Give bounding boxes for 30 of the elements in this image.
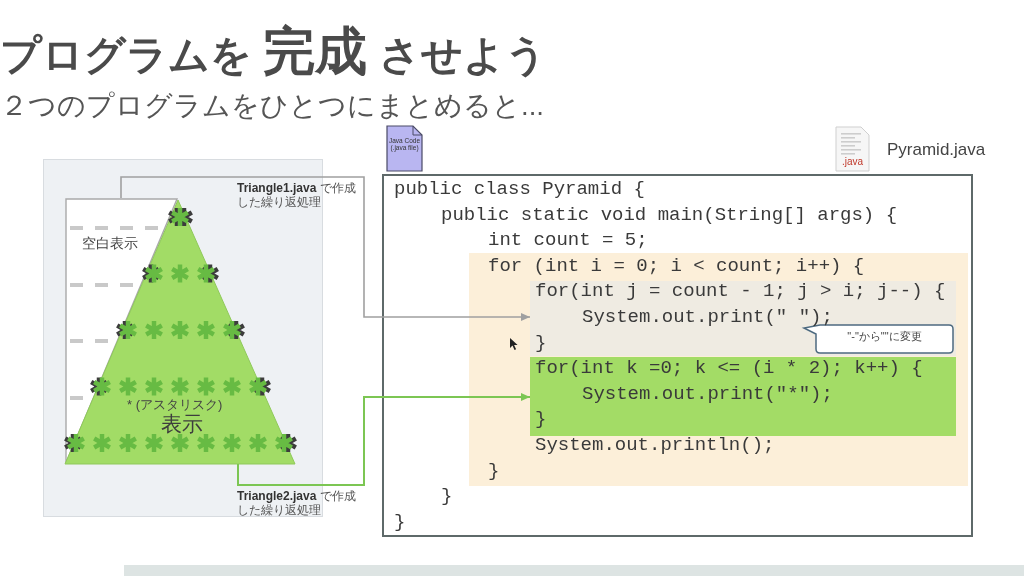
code-line: for(int j = count - 1; j > i; j--) { bbox=[535, 279, 946, 304]
code-line: public static void main(String[] args) { bbox=[441, 202, 898, 227]
subtitle: ２つのプログラムをひとつにまとめると... bbox=[0, 89, 544, 122]
code-line: } bbox=[535, 330, 547, 355]
callout-text: "-"から""に変更 bbox=[846, 330, 923, 344]
code-panel bbox=[382, 174, 973, 537]
title: プログラムを 完成 させよう bbox=[0, 21, 547, 82]
arrow bbox=[120, 176, 531, 321]
code-line: int count = 5; bbox=[488, 228, 648, 253]
code-line: for(int k =0; k <= (i * 2); k++) { bbox=[535, 356, 923, 381]
file-name: Pyramid.java bbox=[887, 140, 986, 161]
highlight-block bbox=[469, 253, 968, 486]
code-line: System.out.print("*"); bbox=[582, 381, 833, 406]
code-line: } bbox=[535, 407, 547, 432]
code-line: } bbox=[488, 458, 500, 483]
code-line: } bbox=[394, 509, 406, 534]
region-label: 表示 bbox=[161, 411, 203, 437]
code-line: for (int i = 0; i < count; i++) { bbox=[488, 253, 865, 278]
file-extension: .java bbox=[840, 156, 865, 168]
code-line: public class Pyramid { bbox=[394, 177, 645, 201]
arrow bbox=[237, 393, 531, 486]
code-line: System.out.print(" "); bbox=[582, 305, 833, 329]
region-label: * (アスタリスク) bbox=[127, 397, 223, 413]
highlight-block bbox=[530, 281, 956, 356]
code-line: System.out.println(); bbox=[535, 433, 775, 457]
edge-label: Triangle1.java で作成した繰り返処理 bbox=[237, 181, 357, 210]
code-line: } bbox=[441, 484, 453, 509]
region-label: 空白表示 bbox=[82, 235, 138, 252]
edge-label: Triangle2.java で作成した繰り返処理 bbox=[237, 489, 357, 518]
highlight-block bbox=[530, 357, 956, 436]
